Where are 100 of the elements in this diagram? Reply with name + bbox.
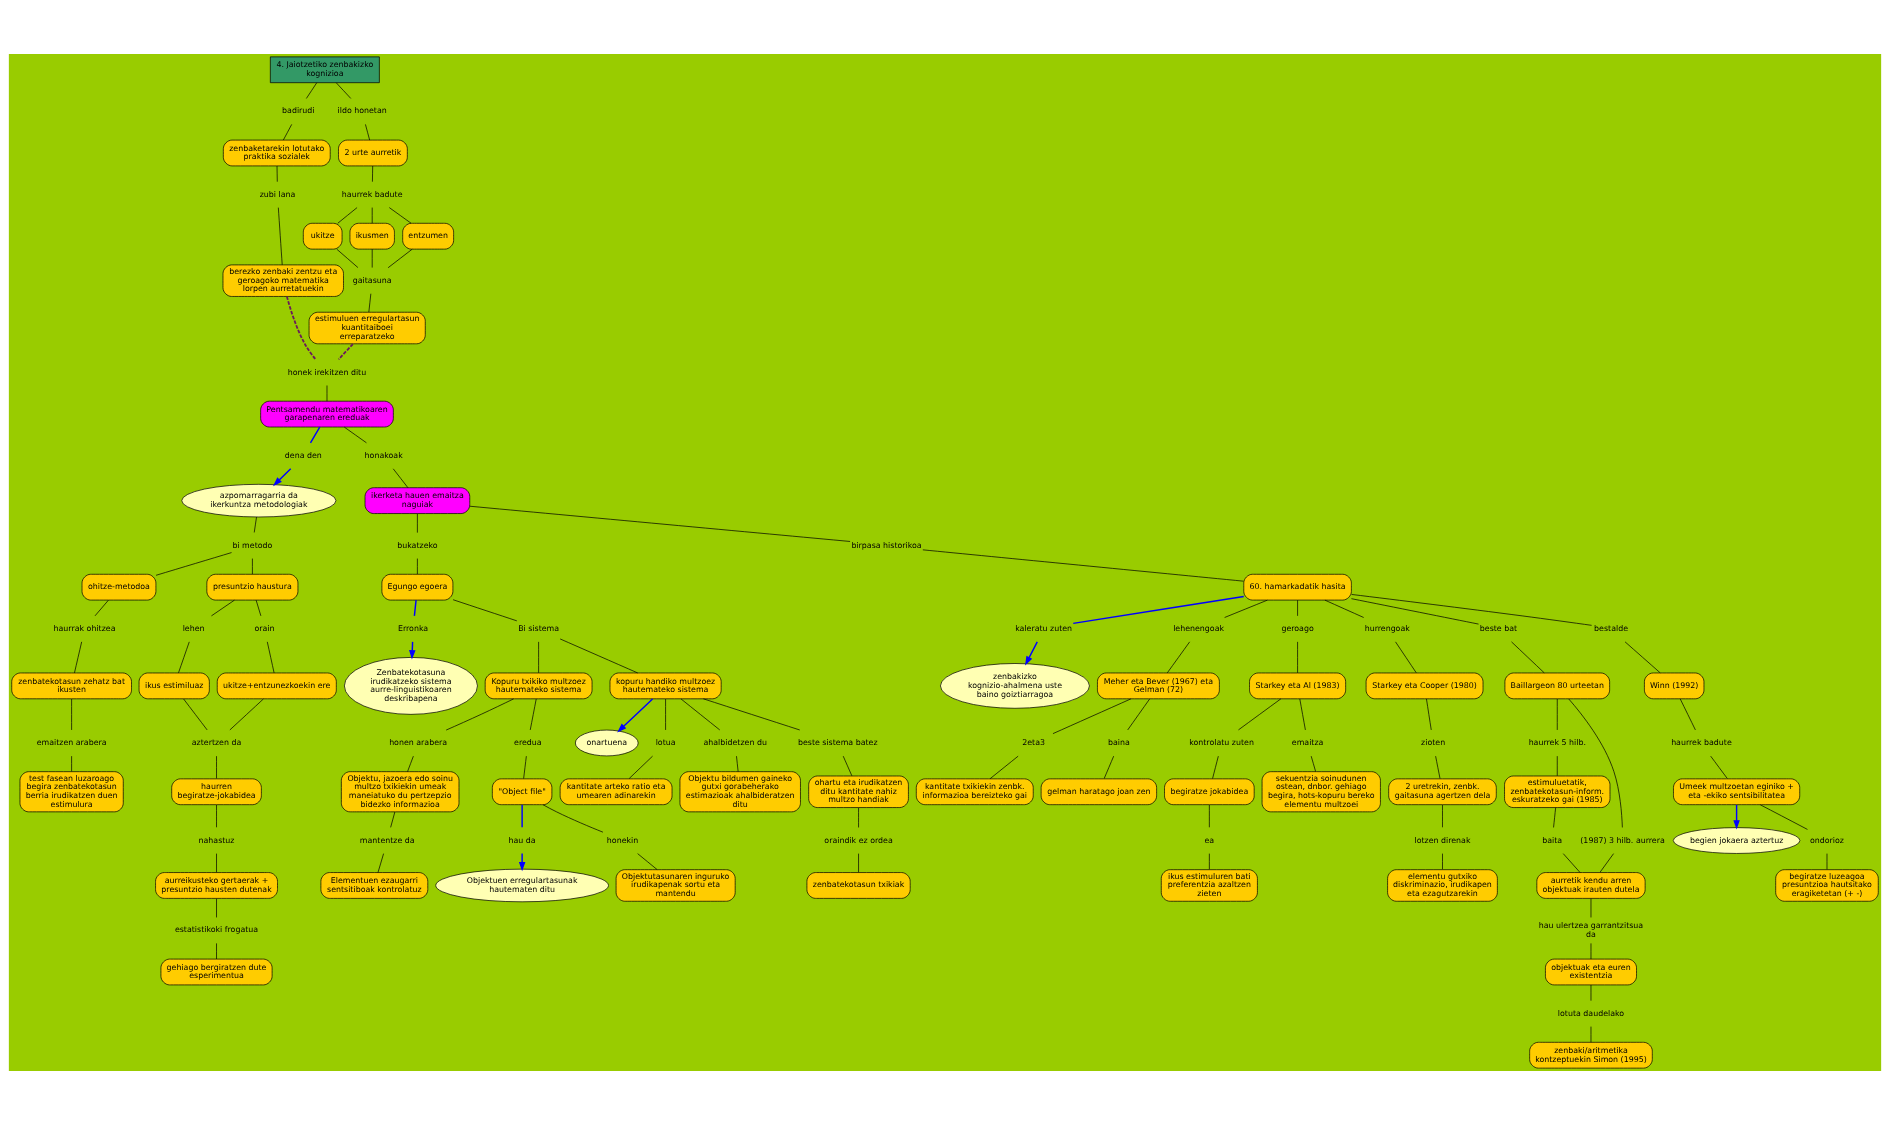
connector	[1710, 755, 1728, 779]
connector	[1310, 755, 1316, 772]
connector	[989, 755, 1019, 779]
connector	[309, 425, 321, 444]
connector	[71, 698, 72, 730]
connector	[229, 698, 264, 730]
connector	[1103, 755, 1115, 779]
connector	[1224, 599, 1268, 618]
connector	[306, 81, 318, 99]
arrow	[272, 467, 292, 486]
connector	[74, 641, 83, 673]
connector	[94, 599, 109, 616]
connector	[628, 755, 653, 779]
connector	[377, 852, 384, 873]
connector	[469, 505, 851, 542]
connector	[387, 248, 413, 268]
connector	[211, 599, 235, 616]
connector	[286, 295, 317, 360]
connector	[216, 897, 217, 918]
connector	[1553, 806, 1556, 828]
connector	[216, 942, 217, 959]
connector	[1590, 1025, 1592, 1043]
connector	[842, 755, 853, 776]
connector	[1511, 641, 1545, 673]
connector	[155, 551, 232, 576]
connector	[922, 549, 1244, 582]
connector	[1052, 697, 1132, 734]
connector	[413, 598, 417, 617]
connector	[183, 698, 208, 730]
connector	[255, 599, 262, 616]
connector	[521, 803, 523, 828]
connector	[388, 206, 412, 224]
connector	[343, 426, 367, 443]
connector	[559, 638, 639, 673]
connector	[252, 557, 253, 575]
connector	[372, 165, 374, 182]
connector	[637, 852, 658, 870]
connector	[1556, 698, 1558, 730]
connector	[1442, 804, 1443, 828]
connector	[337, 206, 358, 224]
arrow	[1025, 640, 1038, 666]
arrow	[518, 852, 526, 871]
connector	[1599, 852, 1614, 873]
connector	[216, 804, 217, 828]
connector	[1351, 597, 1479, 624]
connector	[368, 292, 372, 312]
connector	[407, 755, 414, 772]
connector	[336, 248, 359, 268]
connector	[1556, 755, 1558, 776]
connector	[538, 641, 539, 673]
connector	[1238, 697, 1282, 730]
connector	[282, 123, 293, 140]
connector	[1297, 641, 1298, 673]
connector	[1297, 599, 1298, 616]
connector	[1760, 803, 1808, 830]
connector	[71, 755, 72, 772]
connector	[1395, 641, 1417, 673]
connector	[178, 641, 190, 673]
connector	[542, 803, 604, 833]
connector	[1562, 852, 1581, 873]
connector	[390, 811, 396, 828]
connector	[337, 342, 354, 360]
connector	[858, 806, 859, 828]
connector	[1435, 755, 1441, 779]
connector	[529, 698, 537, 730]
connector	[1212, 755, 1219, 779]
connector	[1299, 698, 1306, 730]
connector	[1624, 641, 1661, 673]
connector	[1679, 698, 1696, 730]
connector	[1209, 852, 1210, 870]
connector	[703, 697, 801, 730]
arrow	[617, 697, 654, 732]
connector	[1826, 852, 1828, 870]
connector	[1351, 593, 1592, 626]
connector	[1442, 852, 1443, 870]
connector	[365, 123, 370, 140]
connector	[277, 206, 283, 265]
connector	[371, 248, 373, 268]
connector	[1072, 595, 1245, 624]
connector	[680, 698, 721, 730]
connector	[392, 467, 409, 488]
connector	[1127, 698, 1150, 730]
connector	[665, 698, 666, 730]
connector	[858, 852, 859, 873]
connector	[216, 755, 217, 779]
connector	[1590, 897, 1592, 918]
connector	[1324, 599, 1364, 618]
connector	[371, 206, 373, 224]
connector	[1209, 804, 1210, 828]
connector	[417, 512, 418, 533]
connector	[1568, 698, 1623, 828]
connector	[417, 557, 418, 575]
connector	[253, 516, 257, 533]
connector	[335, 81, 352, 99]
connector	[1426, 698, 1432, 730]
connector	[216, 852, 217, 873]
connector	[736, 755, 739, 772]
connector	[1166, 641, 1191, 673]
connector	[452, 598, 518, 621]
connector	[523, 755, 527, 779]
